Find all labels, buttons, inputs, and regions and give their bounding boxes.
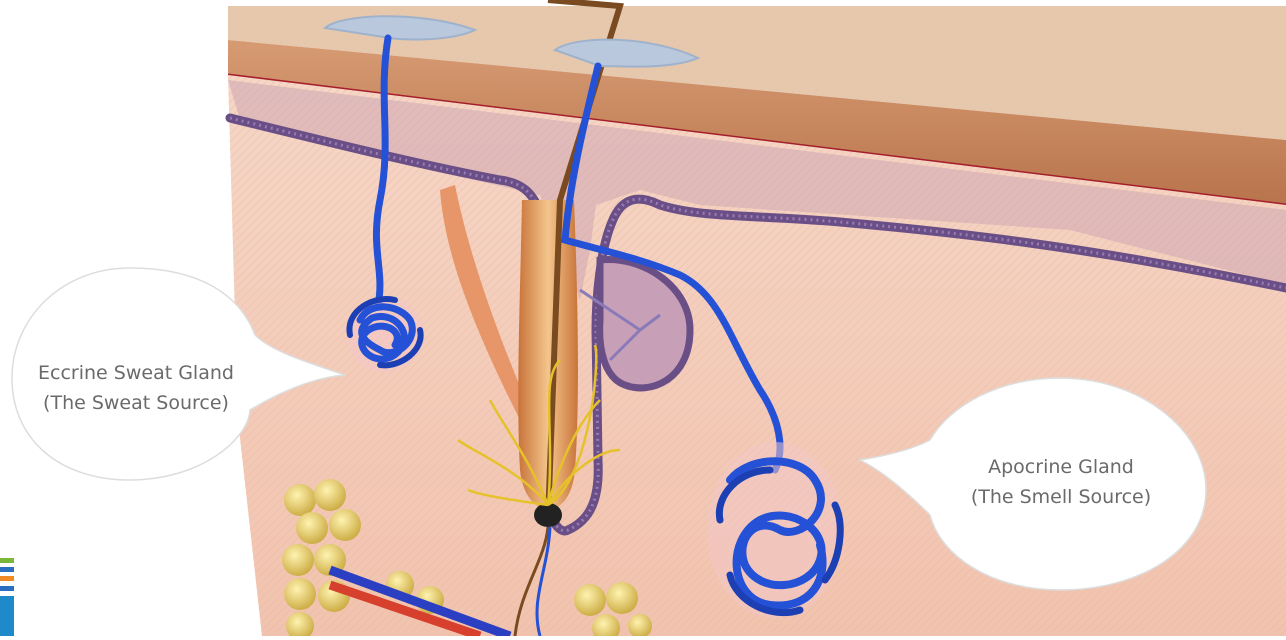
- decorative-stripe: [0, 586, 14, 591]
- decorative-stripe: [0, 596, 14, 636]
- decorative-stripe: [0, 558, 14, 563]
- eccrine-label-line2: (The Sweat Source): [22, 388, 250, 418]
- decorative-stripe: [0, 567, 14, 572]
- apocrine-label-line2: (The Smell Source): [950, 482, 1172, 512]
- apocrine-gland-label: Apocrine Gland (The Smell Source): [950, 452, 1172, 512]
- apocrine-coiled-gland: [707, 442, 843, 618]
- decorative-stripe: [0, 576, 14, 581]
- eccrine-gland-label: Eccrine Sweat Gland (The Sweat Source): [22, 358, 250, 418]
- coiled-gland-icon: [347, 297, 423, 373]
- hair-bulb: [534, 503, 562, 527]
- eccrine-label-line1: Eccrine Sweat Gland: [22, 358, 250, 388]
- apocrine-label-line1: Apocrine Gland: [950, 452, 1172, 482]
